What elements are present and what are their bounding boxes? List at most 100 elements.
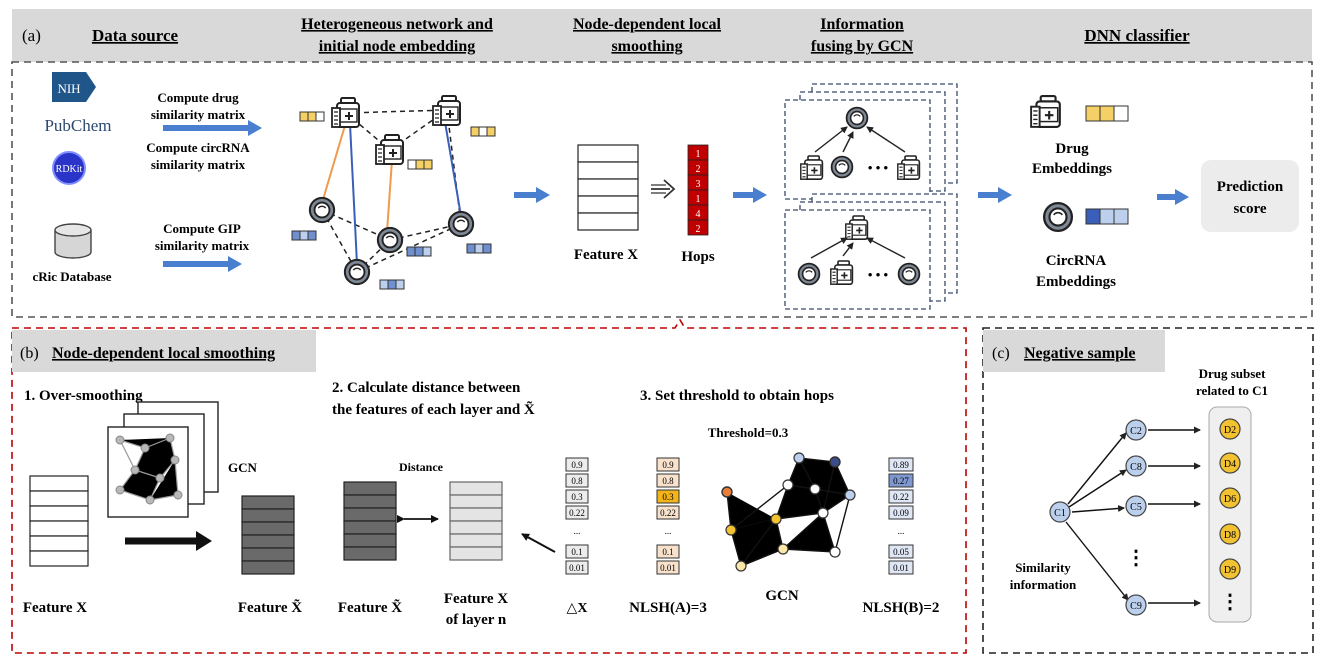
drug-node-label: D6: [1224, 494, 1236, 505]
dist-value: ...: [574, 526, 581, 536]
embedding-blue-1: [291, 230, 317, 241]
feature-x-tilde-label: Feature X̃: [238, 599, 302, 616]
dist-value: 0.22: [569, 508, 585, 518]
feature-x-label: Feature X: [574, 247, 638, 263]
drug-node: [1219, 558, 1241, 580]
gcn-ellipsis: • • •: [868, 160, 889, 175]
drug-node: [1219, 452, 1241, 474]
net-circ-2: [376, 226, 404, 254]
header-smooth-line1: Node-dependent local: [573, 16, 722, 33]
drug-subset-line2: related to C1: [1196, 383, 1268, 398]
circ-node: [1125, 495, 1147, 517]
circ-node-label: C9: [1130, 601, 1142, 612]
b-value: 0.05: [893, 547, 909, 557]
threshold-graph: [721, 452, 856, 572]
drug-emb-line1: Drug: [1055, 141, 1089, 157]
net-drug-2: [432, 95, 461, 126]
similarity-line1: Similarity: [1015, 560, 1071, 575]
a-value: 0.8: [662, 476, 674, 486]
step1-title: 1. Over-smoothing: [24, 388, 143, 404]
b-value: 0.22: [893, 492, 909, 502]
rdkit-logo: RDKit: [52, 151, 86, 185]
dist-value: 0.3: [571, 492, 583, 502]
header-hetero-line2: initial node embedding: [319, 38, 475, 55]
hop-value: 4: [696, 209, 701, 220]
distance-label: Distance: [399, 460, 444, 474]
circ-sim-line2: similarity matrix: [151, 157, 246, 172]
gcn-stack-top: • • •: [784, 83, 958, 200]
gcn-b-label: GCN: [228, 460, 258, 475]
svg-text:RDKit: RDKit: [56, 164, 83, 175]
panel-c-title: Negative sample: [1024, 345, 1136, 362]
header-gcn-line2: fusing by GCN: [811, 38, 914, 55]
drug-node-label: D4: [1224, 459, 1236, 470]
embedding-yellow-1: [299, 111, 325, 122]
feature-x-layer-table: [449, 481, 503, 561]
panel-b-title: Node-dependent local smoothing: [52, 345, 275, 362]
circ-node-label: C5: [1130, 502, 1142, 513]
node-b-column: 0.89 0.27 0.22 0.09 ... 0.05 0.01: [888, 457, 914, 575]
prediction-box: [1201, 160, 1299, 232]
panel-b-border: [11, 318, 967, 654]
panel-a: (a) Data source Heterogeneous network an…: [11, 9, 1313, 318]
circ-emb-line2: Embeddings: [1036, 274, 1116, 290]
net-drug-1: [331, 97, 360, 128]
header-gcn-line1: Information: [820, 16, 904, 33]
drug-sim-line2: similarity matrix: [151, 107, 246, 122]
gcn-graph-label: GCN: [765, 588, 799, 604]
step2-line2: the features of each layer and X̃: [332, 401, 535, 418]
delta-x-column: 0.9 0.8 0.3 0.22 ... 0.1 0.01: [565, 457, 589, 575]
net-circ-1: [308, 196, 336, 224]
step3-title: 3. Set threshold to obtain hops: [640, 388, 834, 404]
node-b: [829, 456, 841, 468]
panel-b-label: (b): [20, 345, 39, 362]
circ-embedding-icon: [1042, 201, 1074, 233]
circ-vdots: ⋮: [1126, 547, 1146, 569]
feature-x-table-b: [29, 475, 89, 567]
panel-a-border: [11, 61, 1313, 318]
node-a: [721, 486, 733, 498]
b-value: 0.09: [893, 508, 909, 518]
hetero-network: [291, 95, 496, 290]
circ-node-label: C8: [1130, 462, 1142, 473]
b-value: 0.89: [893, 460, 909, 470]
circ-node: [1125, 455, 1147, 477]
feature-x-tilde2-label: Feature X̃: [338, 599, 402, 616]
panel-c-border: [982, 327, 1314, 654]
circ-node: [1125, 594, 1147, 616]
hop-value: 2: [696, 224, 701, 235]
svg-text:NIH: NIH: [57, 81, 80, 96]
panel-b: (b) Node-dependent local smoothing 1. Ov…: [11, 318, 967, 654]
prediction-line2: score: [1233, 201, 1266, 217]
circ-embedding-bar: [1085, 208, 1129, 225]
circ-node-label: C2: [1130, 426, 1142, 437]
b-value: 0.27: [893, 476, 909, 486]
a-value: 0.3: [662, 492, 674, 502]
hops-column: 1 2 3 1 4 2: [687, 144, 709, 236]
hop-value: 1: [696, 149, 701, 160]
a-value: 0.9: [662, 460, 674, 470]
drug-node-label: D9: [1224, 565, 1236, 576]
gcn-stack-bottom: • • •: [784, 193, 958, 310]
circ-node: [1125, 419, 1147, 441]
drug-emb-line2: Embeddings: [1032, 161, 1112, 177]
drug-embedding-icon: [1030, 95, 1061, 128]
dist-value: 0.9: [571, 460, 583, 470]
drug-vdots: ⋮: [1220, 591, 1240, 613]
step2-line1: 2. Calculate distance between: [332, 380, 521, 396]
feature-x-layer-line2: of layer n: [446, 612, 507, 628]
delta-x-label: △X: [567, 601, 588, 616]
drug-node: [1219, 418, 1241, 440]
hop-value: 1: [696, 194, 701, 205]
feature-x-table: [577, 144, 639, 231]
circ-sim-line1: Compute circRNA: [146, 140, 250, 155]
drug-subset-line1: Drug subset: [1199, 366, 1266, 381]
feature-x-tilde-table-2: [343, 481, 397, 561]
hop-value: 3: [696, 179, 701, 190]
embedding-blue-4: [379, 279, 405, 290]
embedding-yellow-3: [407, 159, 433, 170]
embedding-yellow-2: [470, 126, 496, 137]
embedding-blue-2: [406, 246, 432, 257]
drug-embedding-bar: [1085, 105, 1129, 122]
net-circ-3: [447, 210, 475, 238]
